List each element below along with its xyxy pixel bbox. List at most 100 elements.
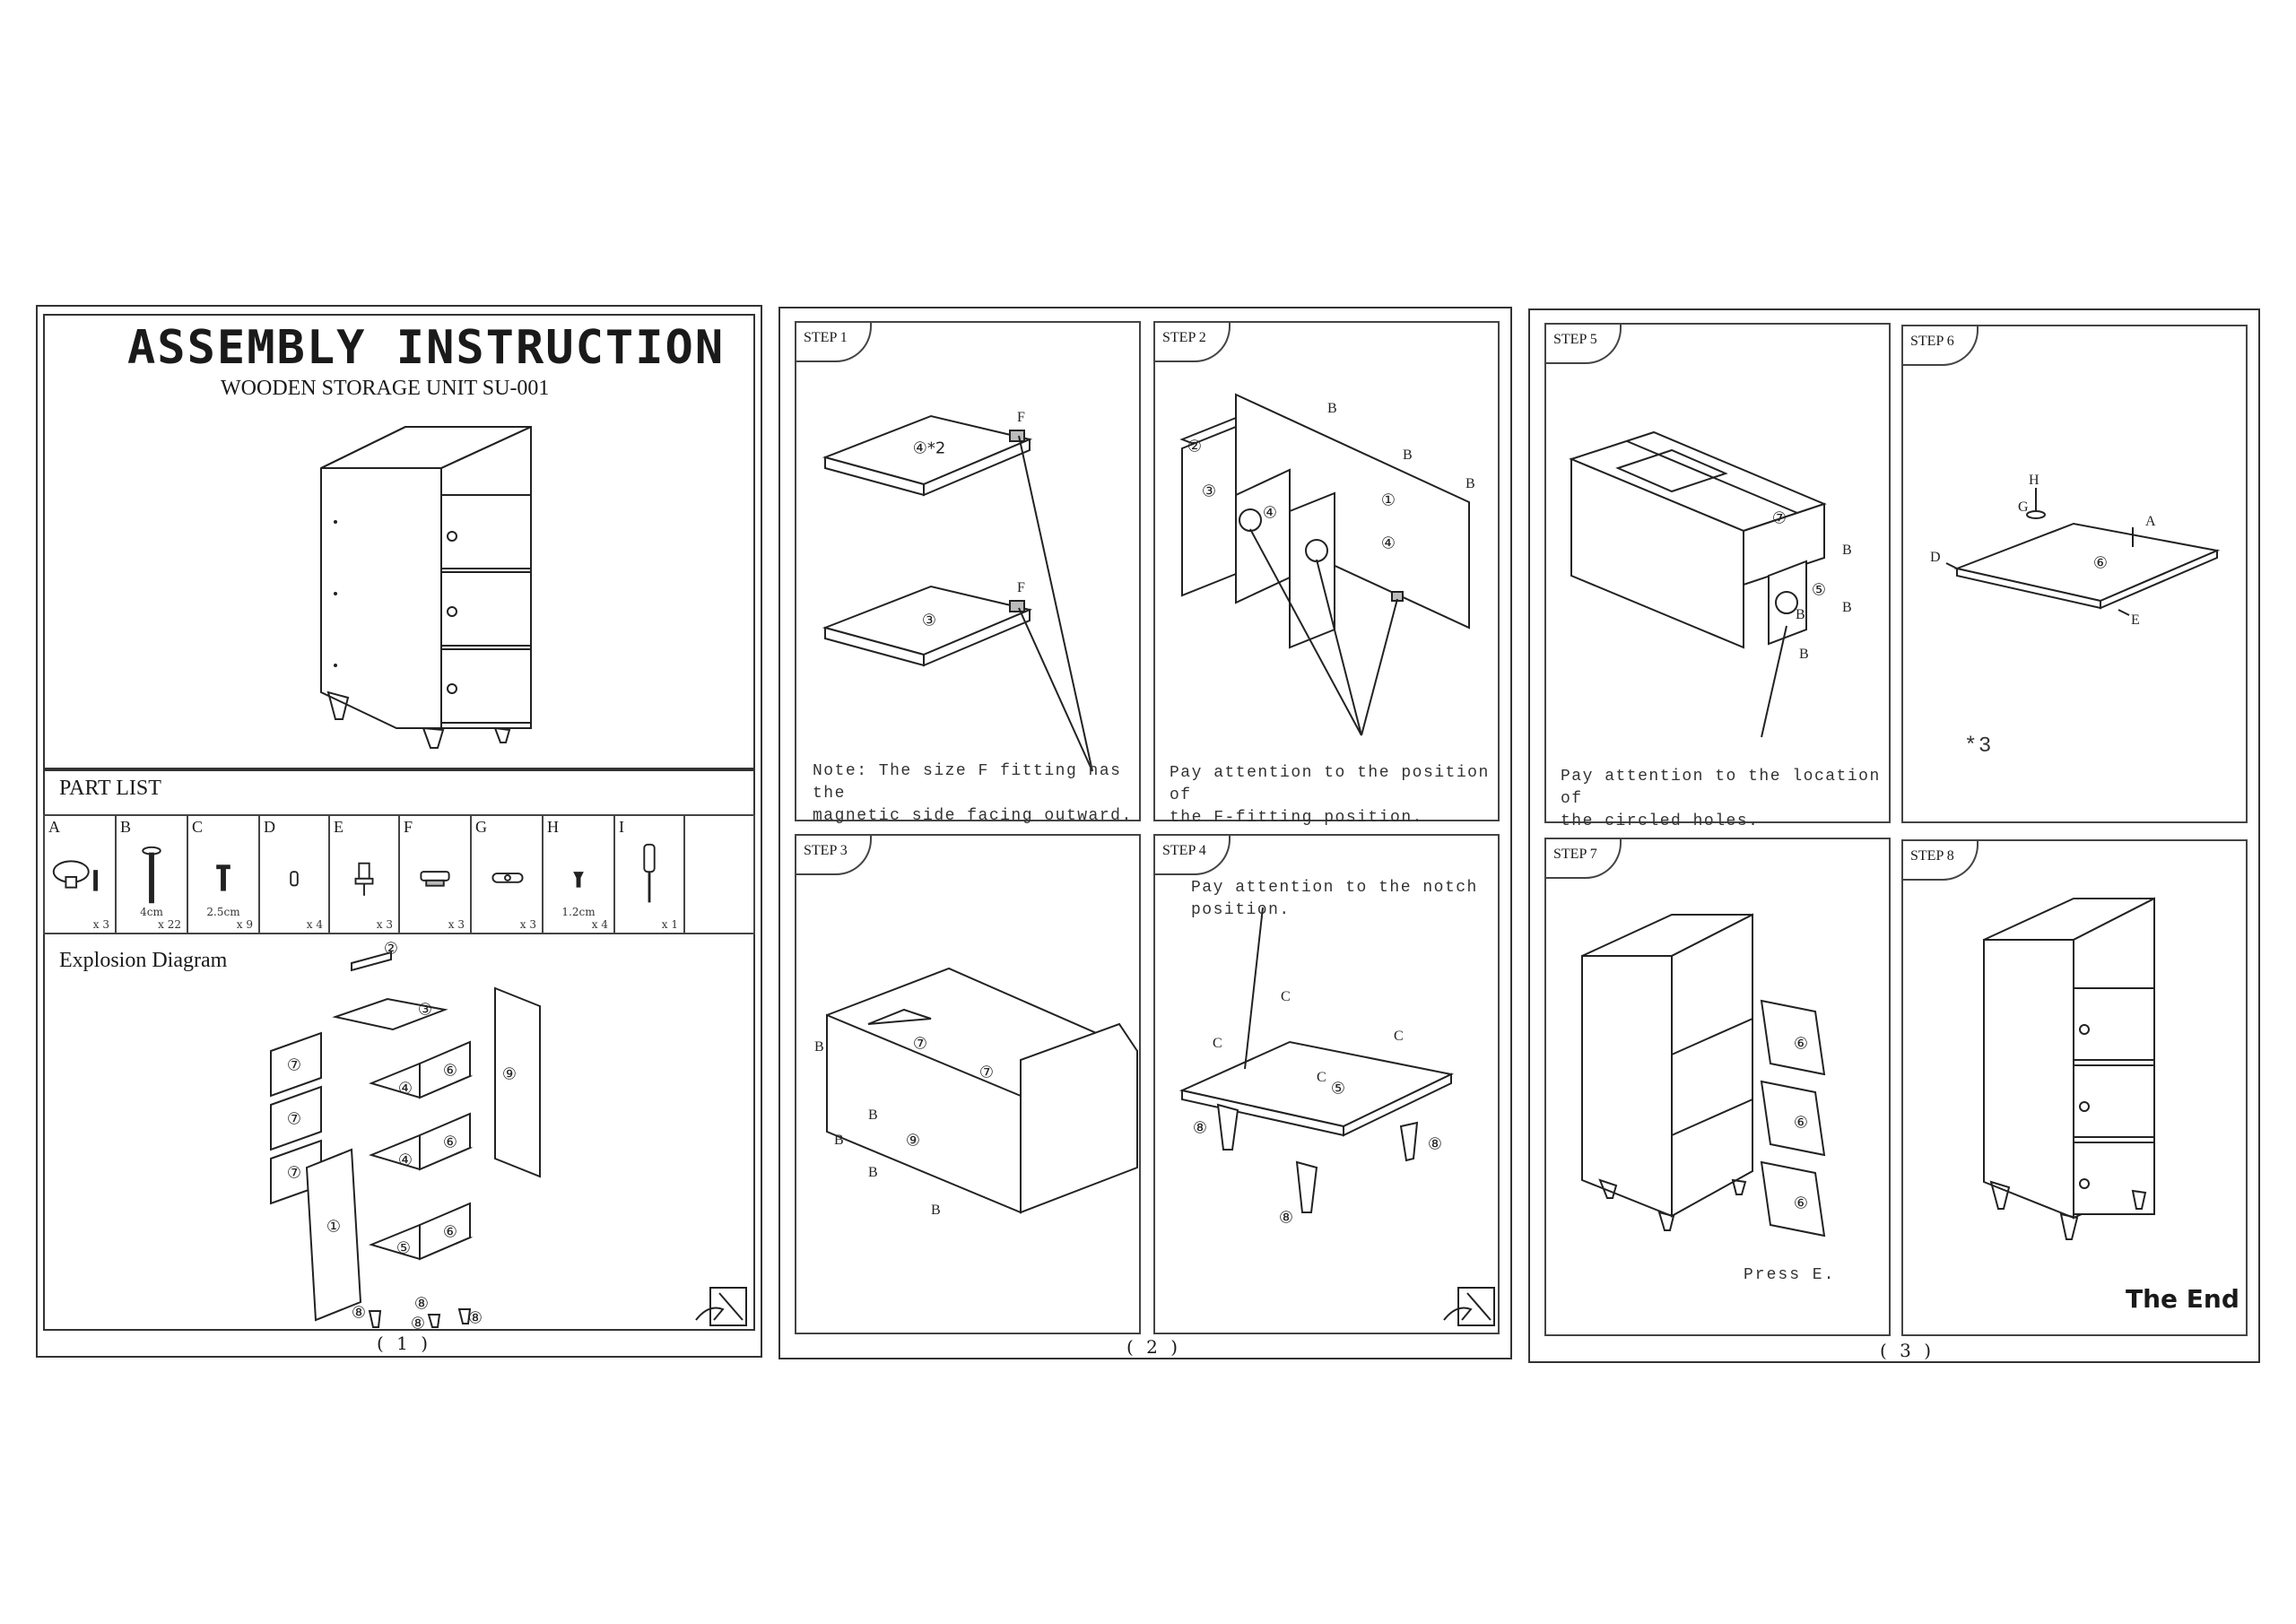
step-5-box: STEP 5 ⑦ ⑤ B B B B Pay attention to the … [1544,323,1891,830]
explosion-marker-4a: ④ [398,1080,413,1099]
page-subtitle: WOODEN STORAGE UNIT SU-001 [221,377,550,400]
dowel-icon [290,871,299,887]
step-5-marker-7: ⑦ [1772,509,1787,528]
explosion-diagram-label: Explosion Diagram [59,949,228,972]
page-3-panel: STEP 5 ⑦ ⑤ B B B B Pay attention to the … [1528,308,2260,1363]
step-5-note: Pay attention to the location of the cir… [1561,768,1881,830]
cabinet-overview-drawing [307,423,540,746]
step-3-tag: STEP 3 [796,836,872,875]
part-cell-g: G x 3 [470,814,544,934]
explosion-marker-7c: ⑦ [287,1164,301,1183]
step-3-screw-label-5: B [931,1203,941,1218]
part-list-label: PART LIST [59,777,161,800]
washer-icon [491,873,524,883]
step-6-multiplier: *3 [1964,734,1993,759]
page-2-panel: STEP 1 ④*2 ③ F F Note: The size F fittin… [778,307,1512,1359]
step-3-marker-7b: ⑦ [979,1064,994,1082]
step-1-tag: STEP 1 [796,323,872,362]
step-3-screw-label-3: B [834,1133,844,1148]
step-6-box: STEP 6 ⑥ H G A D E *3 [1901,325,2248,823]
step-2-drawing: ② ③ ④ ① ④ B B B [1182,395,1475,735]
step-4-screw-label-1: C [1213,1036,1222,1051]
step-5-tag: STEP 5 [1546,325,1622,364]
step-3-marker-9: ⑨ [906,1132,920,1151]
step-2-marker-4b: ④ [1381,534,1396,553]
part-list-table: A x 3 B 4cm x 22 C 2.5cm x 9 D x [43,814,755,934]
step-2-screw-label-1: B [1327,401,1337,416]
step-3-box: STEP 3 ⑦ ⑦ ⑨ B B B B B [795,834,1141,1334]
step-6-label-h: H [2029,473,2039,488]
step-7-marker-6c: ⑥ [1794,1194,1808,1213]
small-screw-icon [573,872,584,888]
step-4-marker-8a: ⑧ [1193,1119,1207,1138]
step-6-tag: STEP 6 [1903,326,1979,366]
explosion-marker-8d: ⑧ [411,1315,425,1333]
page-turn-icon-2 [1440,1284,1498,1329]
step-3-screw-label-2: B [868,1107,878,1123]
step-2-tag: STEP 2 [1155,323,1231,362]
step-3-screw-label-4: B [868,1165,878,1180]
step-7-tag: STEP 7 [1546,839,1622,879]
part-cell-c: C 2.5cm x 9 [187,814,260,934]
explosion-marker-7a: ⑦ [287,1056,301,1075]
step-6-label-a: A [2145,514,2156,529]
part-cell-a: A x 3 [43,814,117,934]
step-4-box: STEP 4 Pay attention to the notch positi… [1153,834,1500,1334]
step-2-marker-2: ② [1187,438,1202,456]
short-screw-icon [216,864,230,891]
page-number-2: ( 2 ) [1126,1336,1182,1358]
step-4-marker-8c: ⑧ [1428,1135,1442,1154]
step-5-screw-label-3: B [1796,607,1805,622]
step-4-marker-5: ⑤ [1331,1080,1345,1099]
knob-icon [52,860,98,891]
step-1-panel-3-label: ③ [922,612,936,630]
screwdriver-icon [643,843,656,903]
part-list-divider [43,768,755,771]
step-5-screw-label-4: B [1799,647,1809,662]
explosion-marker-2: ② [384,940,398,959]
part-cell-b: B 4cm x 22 [115,814,188,934]
step-7-box: STEP 7 ⑥ ⑥ ⑥ Press E. [1544,838,1891,1336]
step-3-drawing: ⑦ ⑦ ⑨ B B B B B [814,961,1146,1218]
step-4-screw-label-4: C [1317,1070,1326,1085]
explosion-marker-7b: ⑦ [287,1110,301,1129]
step-8-drawing [1975,895,2208,1254]
step-7-marker-6b: ⑥ [1794,1114,1808,1133]
step-2-marker-4a: ④ [1263,504,1277,523]
step-2-box: STEP 2 ② ③ ④ ① ④ B B B Pay attention to … [1153,321,1500,827]
step-4-note: Pay attention to the notch position. [1191,879,1478,919]
step-5-marker-5: ⑤ [1812,581,1826,600]
step-5-screw-label-2: B [1842,600,1852,615]
explosion-marker-9: ⑨ [502,1065,517,1084]
explosion-marker-8a: ⑧ [352,1304,366,1323]
part-cell-h: H 1.2cm x 4 [542,814,615,934]
page-number-1: ( 1 ) [377,1333,432,1354]
step-4-screw-label-3: C [1394,1029,1404,1044]
step-4-drawing: ⑤ ⑧ ⑧ ⑧ C C C C [1182,1006,1478,1228]
end-text: The End [2126,1284,2239,1314]
explosion-marker-6b: ⑥ [443,1133,457,1152]
step-2-marker-3: ③ [1202,482,1216,501]
long-screw-icon [142,846,161,904]
step-1-note: Note: The size F fitting has the magneti… [813,762,1133,825]
part-cell-i: I x 1 [613,814,685,934]
step-7-drawing: ⑥ ⑥ ⑥ [1582,911,1878,1270]
step-8-tag: STEP 8 [1903,841,1979,881]
explosion-diagram-drawing: ② ③ ⑦ ⑦ ⑦ ④ ⑥ ④ ⑥ ⑤ ⑥ ⑨ ① ⑧ ⑧ ⑧ ⑧ [217,940,576,1333]
step-2-marker-1: ① [1381,491,1396,510]
step-3-screw-label-1: B [814,1039,824,1055]
step-4-tag: STEP 4 [1155,836,1231,875]
explosion-marker-6c: ⑥ [443,1223,457,1242]
part-cell-empty [683,814,755,934]
step-2-screw-label-2: B [1403,447,1413,463]
step-6-marker-6: ⑥ [2093,554,2108,573]
step-4-screw-label-2: C [1281,989,1291,1004]
magnetic-fitting-icon [420,871,450,887]
step-5-drawing: ⑦ ⑤ B B B B [1564,432,1852,737]
step-4-marker-8b: ⑧ [1279,1209,1293,1228]
part-cell-f: F x 3 [398,814,472,934]
push-latch-icon [354,862,374,896]
explosion-marker-1: ① [326,1218,341,1237]
step-1-fitting-label-bottom: F [1017,580,1025,595]
step-6-label-g: G [2018,499,2029,515]
